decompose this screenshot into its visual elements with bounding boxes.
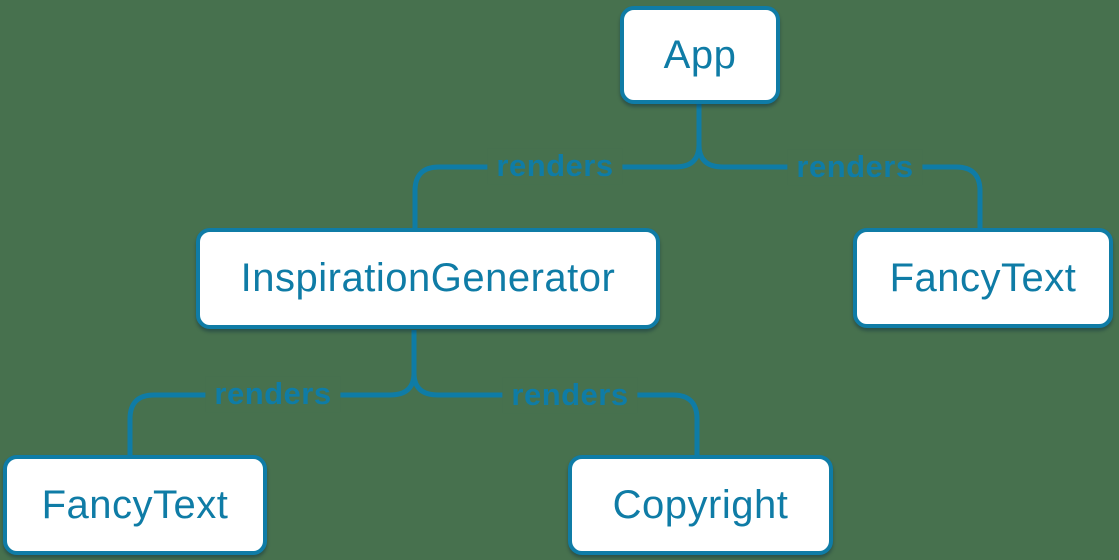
node-inspiration-generator: InspirationGenerator: [196, 228, 660, 329]
node-fancy-text-bottom: FancyText: [3, 455, 267, 555]
node-copyright-label: Copyright: [612, 482, 789, 527]
node-fancy-text-bottom-label: FancyText: [41, 482, 229, 527]
node-fancy-text-top: FancyText: [853, 228, 1113, 328]
edge-label-renders-inspiration-generator-fancy-text: renders: [205, 376, 341, 412]
node-app-label: App: [663, 32, 737, 77]
edge-label-renders-app-fancy-text: renders: [787, 149, 923, 185]
node-inspiration-generator-label: InspirationGenerator: [240, 256, 616, 300]
edge-label-renders-inspiration-generator-copyright: renders: [502, 377, 638, 413]
edge-label-renders-app-inspiration-generator: renders: [487, 148, 623, 184]
node-copyright: Copyright: [568, 455, 833, 555]
node-fancy-text-top-label: FancyText: [889, 255, 1077, 300]
node-app: App: [620, 6, 780, 104]
